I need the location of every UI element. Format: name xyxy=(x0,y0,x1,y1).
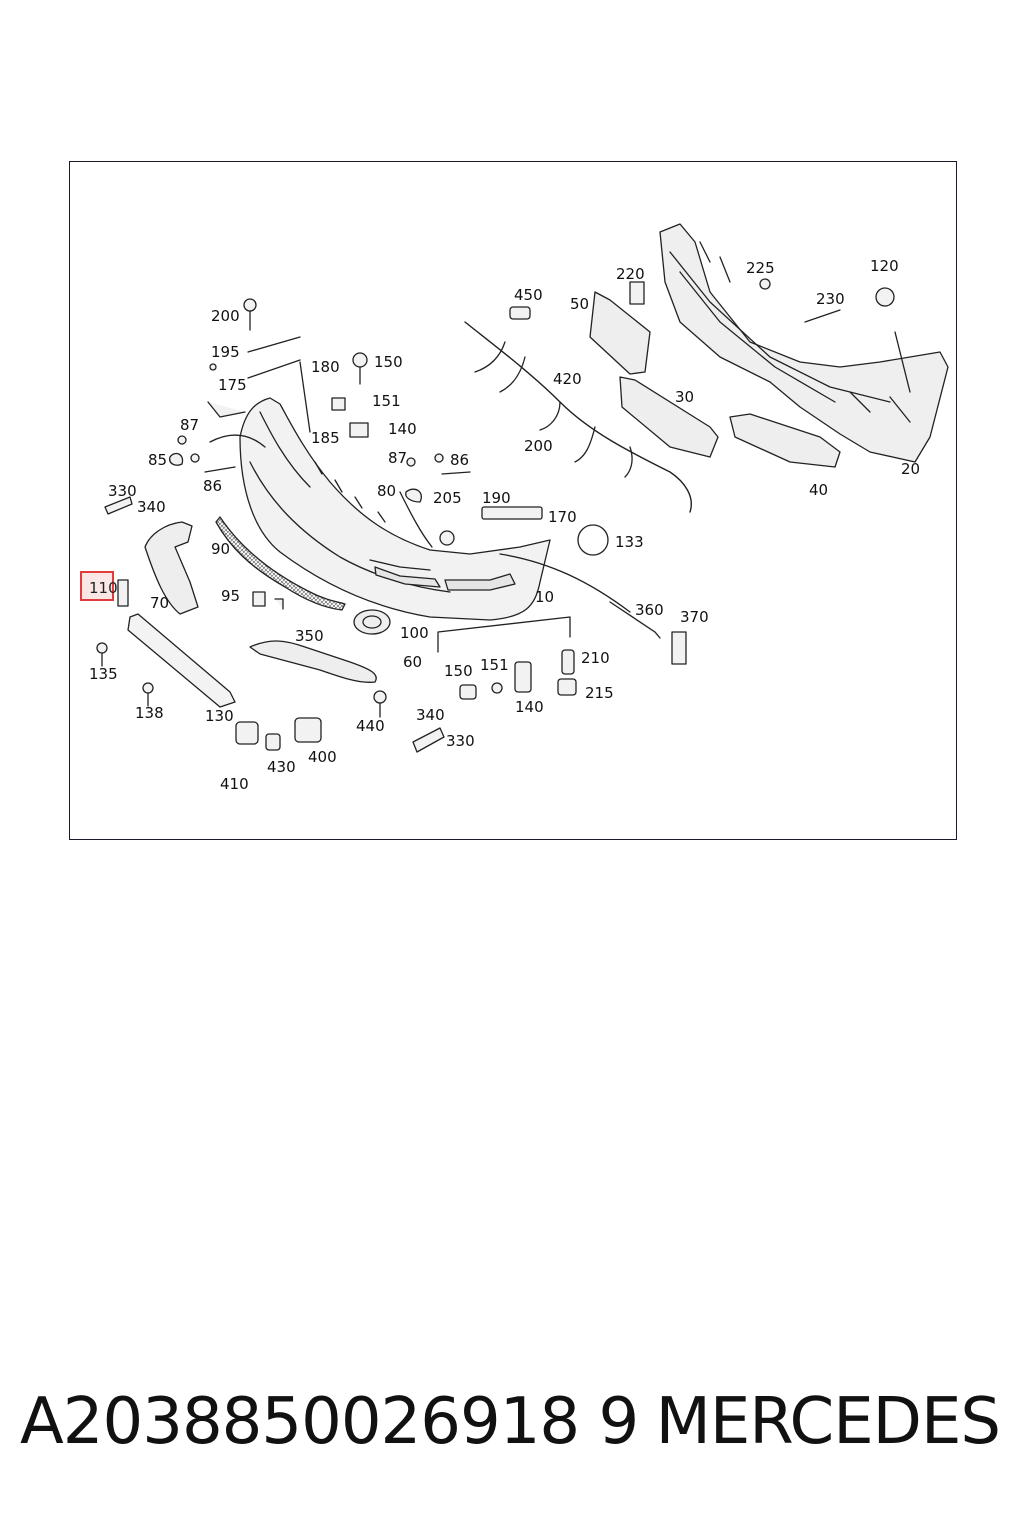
callout-label: 200 xyxy=(211,307,240,325)
callout-label: 195 xyxy=(211,343,240,361)
callout-label: 150 xyxy=(444,662,473,680)
callout-label: 220 xyxy=(616,265,645,283)
highlighted-callout-label: 110 xyxy=(89,579,118,597)
exploded-parts-drawing xyxy=(96,223,949,753)
callout-label: 138 xyxy=(135,704,164,722)
footer: A2038850026918 9 MERCEDES xyxy=(0,1385,1024,1465)
callout-label: 340 xyxy=(416,706,445,724)
callout-label: 450 xyxy=(514,286,543,304)
callout-label: 70 xyxy=(150,594,170,612)
callout-label: 210 xyxy=(581,649,610,667)
callout-label: 87 xyxy=(388,449,408,467)
highlighted-callout-box[interactable] xyxy=(80,571,114,601)
trim-strip xyxy=(249,640,377,683)
callout-label: 430 xyxy=(267,758,296,776)
callout-label: 30 xyxy=(675,388,695,406)
wiring-harness xyxy=(464,321,692,513)
callout-label: 410 xyxy=(220,775,249,793)
callout-label: 185 xyxy=(311,429,340,447)
callout-label: 151 xyxy=(372,392,401,410)
callout-label: 175 xyxy=(218,376,247,394)
brand-name: MERCEDES xyxy=(655,1385,1001,1459)
callout-label: 90 xyxy=(211,540,231,558)
part-number: A2038850026918 9 xyxy=(20,1385,639,1459)
callout-label: 230 xyxy=(816,290,845,308)
callout-label: 86 xyxy=(203,477,223,495)
callout-label: 350 xyxy=(295,627,324,645)
diagram-frame: 200 195 175 180 150 151 185 140 87 85 86… xyxy=(69,161,957,840)
absorber-40 xyxy=(729,413,841,468)
impact-absorber-bracket xyxy=(659,223,949,463)
callout-label: 87 xyxy=(180,416,200,434)
callout-label: 170 xyxy=(548,508,577,526)
callout-bracket-10 xyxy=(437,616,571,653)
bumper-cover xyxy=(239,397,551,621)
callout-label: 95 xyxy=(221,587,241,605)
callout-label: 86 xyxy=(450,451,470,469)
callout-label: 10 xyxy=(535,588,555,606)
arrow-20 xyxy=(894,331,911,393)
callout-label: 120 xyxy=(870,257,899,275)
callout-label: 20 xyxy=(901,460,921,478)
callout-label: 215 xyxy=(585,684,614,702)
side-bracket xyxy=(144,521,199,615)
callout-label: 225 xyxy=(746,259,775,277)
license-plate-bracket xyxy=(127,613,236,708)
callout-label: 400 xyxy=(308,748,337,766)
callout-label: 140 xyxy=(515,698,544,716)
callout-label: 180 xyxy=(311,358,340,376)
callout-label: 50 xyxy=(570,295,590,313)
callout-label: 360 xyxy=(635,601,664,619)
arrow-to-bumper-2 xyxy=(399,491,433,548)
callout-label: 200 xyxy=(524,437,553,455)
callout-label: 340 xyxy=(137,498,166,516)
callout-label: 440 xyxy=(356,717,385,735)
callout-label: 190 xyxy=(482,489,511,507)
arrow-to-bumper-1 xyxy=(209,434,266,448)
callout-label: 40 xyxy=(809,481,829,499)
callout-label: 135 xyxy=(89,665,118,683)
callout-label: 80 xyxy=(377,482,397,500)
fasteners xyxy=(96,278,895,753)
callout-label: 330 xyxy=(108,482,137,500)
callout-label: 150 xyxy=(374,353,403,371)
callout-label: 420 xyxy=(553,370,582,388)
callout-label: 133 xyxy=(615,533,644,551)
callout-label: 151 xyxy=(480,656,509,674)
callout-label: 100 xyxy=(400,624,429,642)
absorber-30 xyxy=(619,376,719,458)
fog-lamp-bezel xyxy=(353,609,391,635)
callout-label: 205 xyxy=(433,489,462,507)
absorber-50 xyxy=(589,291,651,375)
arrow-133 xyxy=(499,553,631,613)
callout-label: 370 xyxy=(680,608,709,626)
mesh-grille xyxy=(215,516,346,611)
callout-label: 85 xyxy=(148,451,168,469)
callout-label: 330 xyxy=(446,732,475,750)
callout-label: 60 xyxy=(403,653,423,671)
callout-label: 130 xyxy=(205,707,234,725)
callout-label: 140 xyxy=(388,420,417,438)
